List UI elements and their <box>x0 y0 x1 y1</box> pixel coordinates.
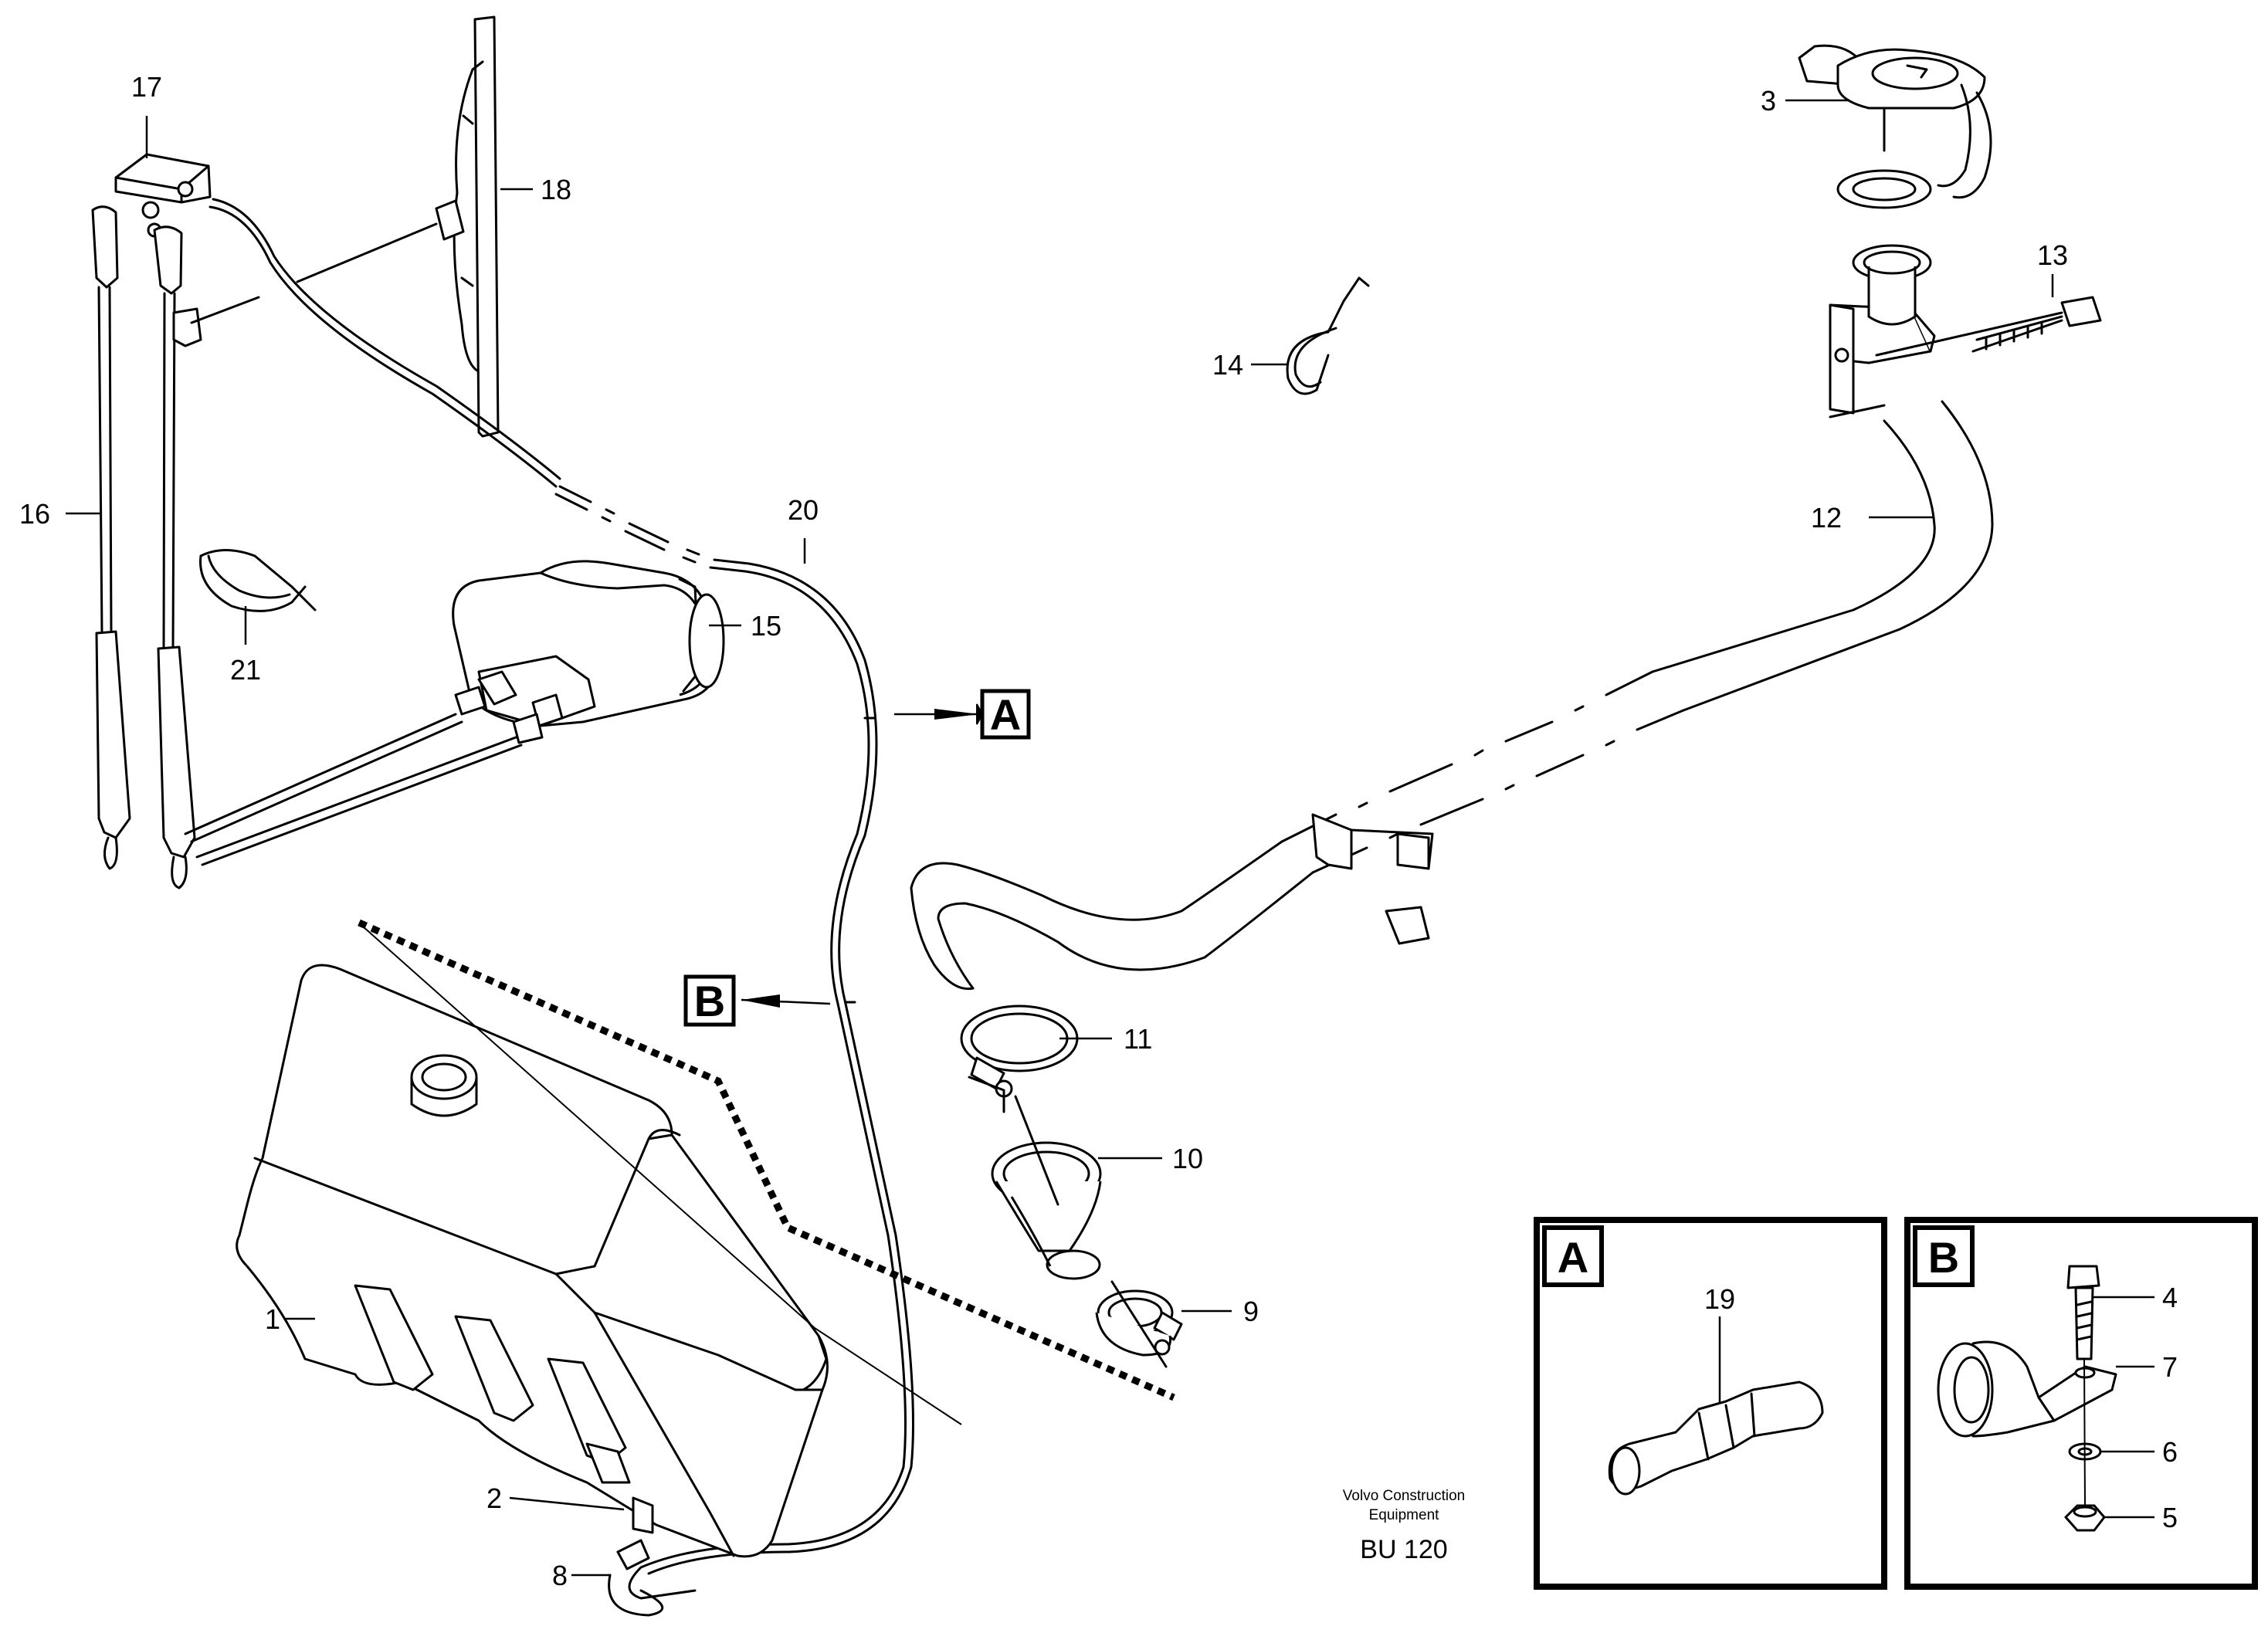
label-3: 3 <box>1761 85 1776 117</box>
cable-tie-14 <box>1286 276 1370 395</box>
label-6: 6 <box>2162 1436 2178 1468</box>
label-5: 5 <box>2162 1502 2178 1533</box>
hatched-bracket-line <box>358 919 1175 1425</box>
wiper-motor-bracket <box>114 153 212 238</box>
label-18: 18 <box>541 174 571 205</box>
callout-a-letter: A <box>990 690 1021 739</box>
filler-pipe <box>910 400 1994 991</box>
label-21: 21 <box>230 654 261 686</box>
hose-clamp-11 <box>960 1005 1079 1113</box>
washer-hose-20 <box>208 198 914 1617</box>
label-9: 9 <box>1243 1296 1259 1327</box>
funnel-10 <box>991 1095 1102 1280</box>
filler-neck <box>1836 169 1932 326</box>
label-12: 12 <box>1811 502 1842 534</box>
callout-a: A <box>894 689 1031 740</box>
wiper-link-lines <box>190 222 438 324</box>
wiper-arm-right <box>153 225 202 889</box>
bolt-4 <box>2066 1265 2154 1360</box>
label-2: 2 <box>486 1482 502 1514</box>
footer: Volvo Construction Equipment BU 120 <box>1343 1488 1465 1564</box>
label-10: 10 <box>1172 1143 1203 1174</box>
filler-cap-3 <box>1798 44 1992 199</box>
label-11: 11 <box>1124 1023 1152 1055</box>
washer-pump <box>452 560 725 744</box>
label-15: 15 <box>751 610 781 642</box>
part-labels: 17 18 16 21 15 20 11 10 9 1 2 8 12 13 14… <box>19 71 2178 1591</box>
wiper-arm-left <box>91 205 131 870</box>
inset-b-letter: B <box>1928 1233 1959 1282</box>
hose-clamp-9 <box>1095 1280 1183 1368</box>
callout-b-letter: B <box>694 977 725 1025</box>
callout-b: B <box>683 974 831 1027</box>
nut-5 <box>2064 1504 2154 1532</box>
label-8: 8 <box>552 1560 568 1591</box>
label-13: 13 <box>2037 239 2068 271</box>
label-1: 1 <box>265 1303 280 1335</box>
leader-lines <box>66 99 2054 1577</box>
pump-hoses <box>184 713 523 866</box>
brand-line-2: Equipment <box>1369 1507 1440 1523</box>
label-19: 19 <box>1704 1283 1735 1315</box>
inset-a-letter: A <box>1558 1233 1588 1282</box>
washer-reservoir <box>236 964 829 1558</box>
hose-connector-19 <box>1608 1381 1824 1496</box>
label-16: 16 <box>19 498 50 530</box>
wiper-blade <box>435 15 500 438</box>
label-4: 4 <box>2162 1282 2178 1313</box>
diagram-code: BU 120 <box>1360 1535 1447 1564</box>
filler-bracket-13 <box>1829 296 2102 418</box>
inset-a-panel: A <box>1534 1217 1887 1590</box>
label-7: 7 <box>2162 1351 2178 1383</box>
cable-tie-21 <box>199 549 317 612</box>
label-17: 17 <box>131 71 162 103</box>
brand-line-1: Volvo Construction <box>1343 1488 1465 1504</box>
label-20: 20 <box>788 494 819 526</box>
label-14: 14 <box>1212 349 1243 381</box>
inset-b-panel: B <box>1904 1217 2258 1590</box>
